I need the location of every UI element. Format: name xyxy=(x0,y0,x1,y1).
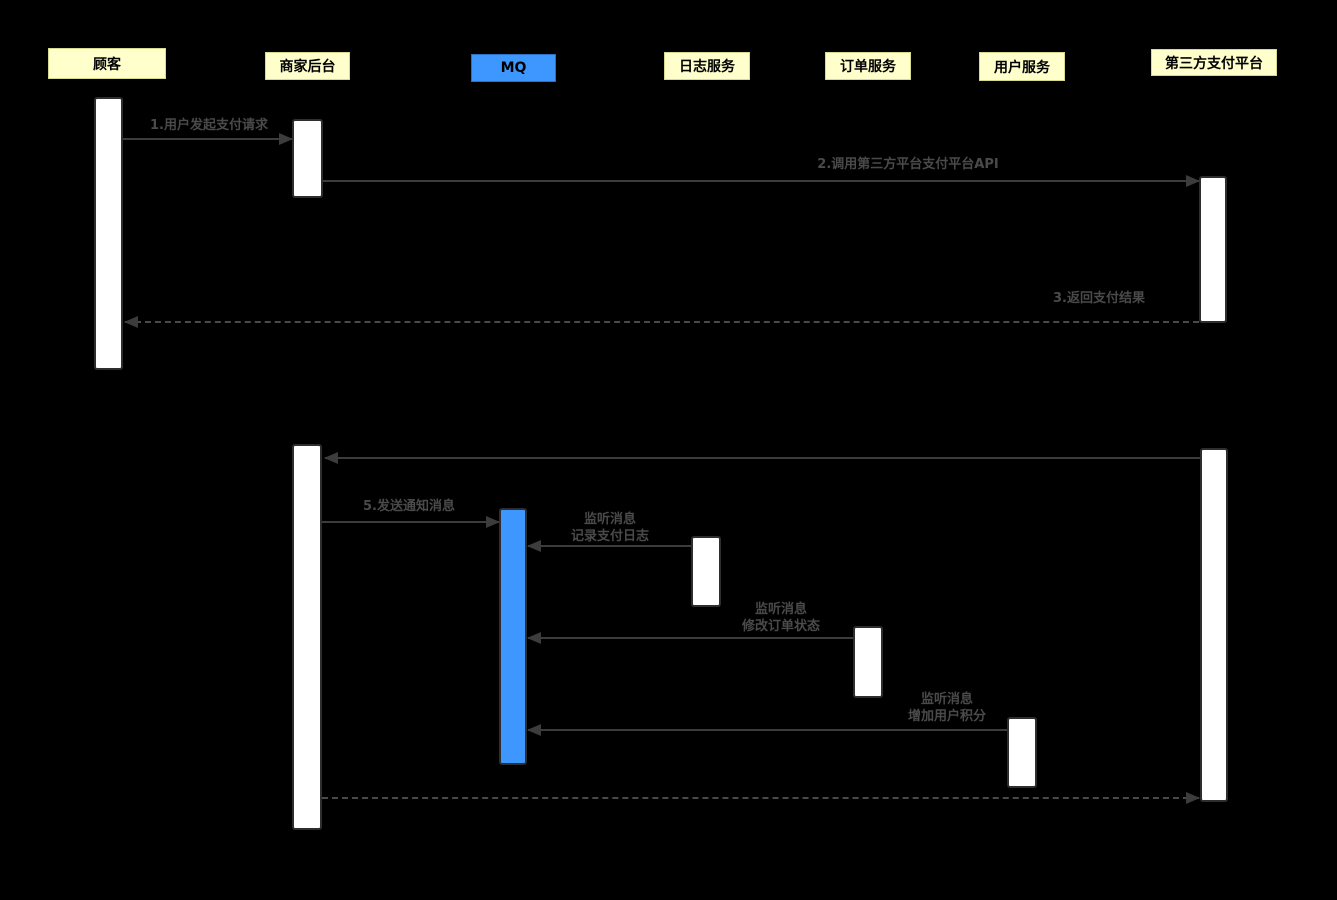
actor-third-party-payment: 第三方支付平台 xyxy=(1151,49,1277,76)
actor-customer: 顾客 xyxy=(48,48,166,79)
arrow-shaft xyxy=(123,138,292,140)
activation-order-service xyxy=(853,626,883,698)
message-arrow-6 xyxy=(527,539,691,553)
actor-log-service: 日志服务 xyxy=(664,52,750,80)
arrow-shaft xyxy=(323,180,1199,182)
message-label-7: 监听消息 修改订单状态 xyxy=(742,601,820,635)
arrow-shaft xyxy=(528,637,853,639)
message-arrow-9 xyxy=(322,791,1200,805)
activation-merchant-2 xyxy=(292,444,322,830)
arrow-shaft xyxy=(322,797,1199,799)
message-arrow-2 xyxy=(323,174,1200,188)
activation-mq xyxy=(499,508,527,765)
arrowhead-left-icon xyxy=(527,540,541,552)
message-label-6-line2: 记录支付日志 xyxy=(570,529,650,544)
activation-third-party-1 xyxy=(1199,176,1227,323)
actor-order-service: 订单服务 xyxy=(825,52,911,80)
message-arrow-1 xyxy=(123,132,293,146)
message-label-8-line1: 监听消息 xyxy=(920,692,974,707)
message-label-7-line2: 修改订单状态 xyxy=(741,619,821,634)
actor-merchant-backend: 商家后台 xyxy=(265,52,350,80)
message-label-6-line1: 监听消息 xyxy=(583,512,637,527)
arrowhead-right-icon xyxy=(1186,792,1200,804)
message-arrow-7 xyxy=(527,631,853,645)
activation-merchant-1 xyxy=(292,119,323,198)
arrow-shaft xyxy=(325,457,1200,459)
activation-user-service xyxy=(1007,717,1037,788)
arrowhead-left-icon xyxy=(527,632,541,644)
arrow-shaft xyxy=(528,729,1007,731)
message-arrow-5 xyxy=(322,515,500,529)
arrowhead-right-icon xyxy=(279,133,293,145)
arrowhead-left-icon xyxy=(324,452,338,464)
arrowhead-right-icon xyxy=(1186,175,1200,187)
actor-mq: MQ xyxy=(471,54,556,82)
message-label-7-line1: 监听消息 xyxy=(754,602,808,617)
arrow-shaft xyxy=(322,521,499,523)
activation-log-service xyxy=(691,536,721,607)
actor-user-service: 用户服务 xyxy=(979,52,1065,81)
arrow-shaft xyxy=(528,545,691,547)
message-label-8-line2: 增加用户积分 xyxy=(907,709,987,724)
message-arrow-3 xyxy=(124,315,1199,329)
message-arrow-8 xyxy=(527,723,1007,737)
arrowhead-right-icon xyxy=(486,516,500,528)
message-label-1: 1.用户发起支付请求 xyxy=(150,118,268,133)
message-arrow-4 xyxy=(324,451,1200,465)
arrowhead-left-icon xyxy=(527,724,541,736)
activation-customer xyxy=(94,97,123,370)
message-label-6: 监听消息 记录支付日志 xyxy=(571,511,649,545)
message-label-5: 5.发送通知消息 xyxy=(363,499,455,514)
arrowhead-left-icon xyxy=(124,316,138,328)
message-label-2: 2.调用第三方平台支付平台API xyxy=(817,157,999,172)
message-label-3: 3.返回支付结果 xyxy=(1053,291,1145,306)
activation-third-party-2 xyxy=(1200,448,1228,802)
arrow-shaft xyxy=(125,321,1199,323)
message-label-8: 监听消息 增加用户积分 xyxy=(908,691,986,725)
